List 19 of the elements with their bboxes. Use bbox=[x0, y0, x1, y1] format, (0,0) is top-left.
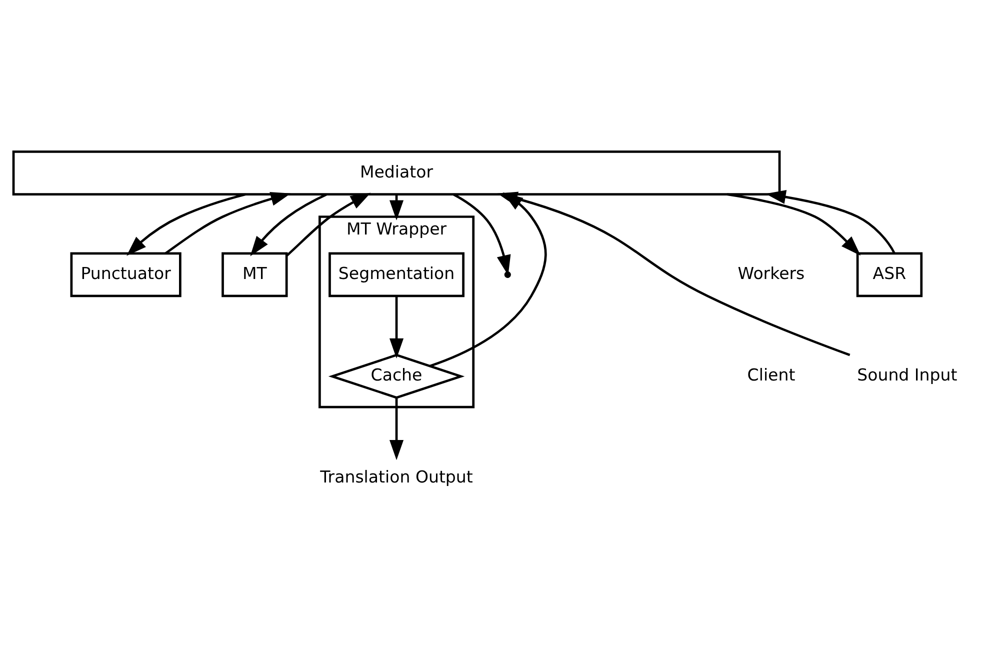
node-box: Segmentation bbox=[328, 252, 464, 297]
arrow bbox=[766, 190, 896, 254]
node-text: Translation Output bbox=[320, 466, 473, 486]
node-box: Punctuator bbox=[70, 252, 182, 297]
arrow bbox=[250, 192, 328, 256]
label: Client bbox=[747, 365, 796, 384]
arrow bbox=[389, 398, 404, 460]
arrow bbox=[389, 296, 404, 358]
node-box: ASR bbox=[856, 252, 923, 297]
node-box: Mediator bbox=[12, 150, 781, 195]
arrow bbox=[452, 192, 511, 275]
arrow bbox=[126, 192, 246, 256]
node-text: Sound Input bbox=[857, 365, 958, 384]
node-diamond: Cache bbox=[328, 353, 465, 398]
arrow bbox=[286, 192, 371, 256]
arrow bbox=[726, 192, 861, 256]
label: Workers bbox=[738, 264, 805, 283]
arrow bbox=[164, 192, 291, 254]
node-box: MT bbox=[222, 252, 288, 297]
